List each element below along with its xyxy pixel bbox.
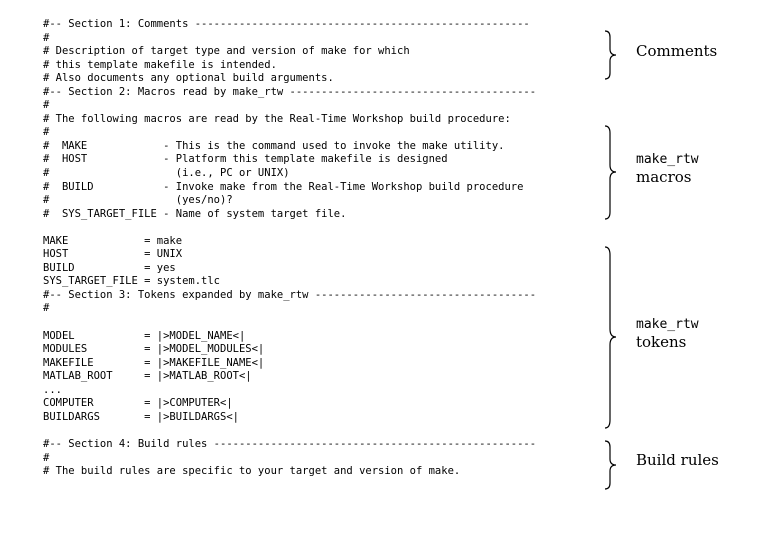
code-line: MODEL = |>MODEL_NAME<| <box>43 329 246 342</box>
code-line: HOST = UNIX <box>43 248 183 261</box>
code-line: # MAKE - This is the command used to inv… <box>43 139 505 152</box>
code-line <box>43 221 536 235</box>
code-line: # this template makefile is intended. <box>43 58 277 71</box>
code-line: SYS_TARGET_FILE = system.tlc <box>43 275 221 288</box>
comments-label-text: Comments <box>636 42 718 60</box>
code-line: # Also documents any optional build argu… <box>43 72 334 85</box>
code-line: MATLAB_ROOT = |>MATLAB_ROOT<| <box>43 370 252 383</box>
comments-brace <box>604 30 622 80</box>
code-line: # <box>43 99 50 112</box>
code-line: #-- Section 4: Build rules -------------… <box>43 437 537 450</box>
makefile-listing: #-- Section 1: Comments ----------------… <box>43 18 536 479</box>
code-line: ... <box>43 383 62 396</box>
tokens-label-mono: make_rtw <box>636 317 699 332</box>
code-line: BUILD = yes <box>43 261 176 274</box>
macros-brace <box>604 125 622 220</box>
code-line: # (i.e., PC or UNIX) <box>43 167 290 180</box>
macros-label-mono: make_rtw <box>636 152 699 167</box>
code-line: # The following macros are read by the R… <box>43 112 511 125</box>
tokens-label: make_rtw tokens <box>636 316 699 351</box>
code-line: MAKEFILE = |>MAKEFILE_NAME<| <box>43 356 265 369</box>
tokens-brace <box>604 246 622 429</box>
code-line <box>43 424 536 438</box>
code-line: # SYS_TARGET_FILE - Name of system targe… <box>43 207 347 220</box>
build-rules-label-text: Build rules <box>636 451 719 469</box>
code-line: # Description of target type and version… <box>43 45 410 58</box>
code-line: # (yes/no)? <box>43 194 233 207</box>
code-line: #-- Section 2: Macros read by make_rtw -… <box>43 85 537 98</box>
code-line: BUILDARGS = |>BUILDARGS<| <box>43 410 239 423</box>
code-line <box>43 316 536 330</box>
comments-label: Comments <box>636 42 717 60</box>
build-rules-label: Build rules <box>636 451 719 469</box>
macros-label-serif: macros <box>636 168 692 186</box>
build-rules-brace <box>604 440 622 490</box>
tokens-label-serif: tokens <box>636 333 687 351</box>
code-line: # <box>43 302 50 315</box>
code-line: # HOST - Platform this template makefile… <box>43 153 448 166</box>
macros-label: make_rtw macros <box>636 151 699 186</box>
code-line: # The build rules are specific to your t… <box>43 465 461 478</box>
code-line: #-- Section 1: Comments ----------------… <box>43 18 530 30</box>
code-line: COMPUTER = |>COMPUTER<| <box>43 397 233 410</box>
code-line: MAKE = make <box>43 234 183 247</box>
code-line: # BUILD - Invoke make from the Real-Time… <box>43 180 524 193</box>
code-line: MODULES = |>MODEL_MODULES<| <box>43 343 265 356</box>
code-line: #-- Section 3: Tokens expanded by make_r… <box>43 288 537 301</box>
code-line: # <box>43 451 50 464</box>
code-line: # <box>43 126 50 139</box>
code-line: # <box>43 31 50 44</box>
